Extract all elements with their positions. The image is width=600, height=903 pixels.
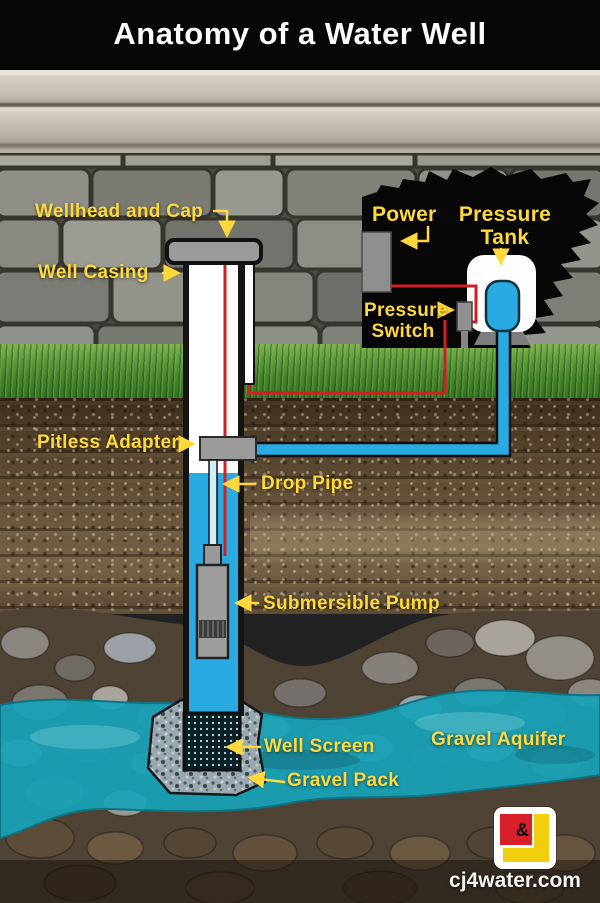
logo-yellow-horizontal: [503, 848, 549, 862]
wire-conduit: [243, 257, 255, 385]
label-pressure-switch-line1: Pressure: [364, 300, 448, 321]
label-pressure-tank-line2: Tank: [480, 226, 530, 249]
submersible-pump: [195, 563, 230, 660]
well-screen: [182, 711, 242, 772]
wellhead-cap: [165, 238, 263, 265]
label-drop-pipe: Drop Pipe: [261, 473, 354, 494]
page-title: Anatomy of a Water Well: [113, 16, 487, 51]
house-siding: [0, 70, 600, 155]
callout-arrows: [161, 209, 510, 789]
pump-intake-slits: [202, 621, 224, 637]
label-pressure-switch: Pressure Switch: [364, 300, 447, 342]
label-gravel-aquifer: Gravel Aquifer: [431, 729, 566, 750]
title-bar: [0, 0, 600, 72]
logo-red-block: [500, 814, 532, 845]
pressure-switch: [456, 301, 473, 332]
website-url: cj4water.com: [449, 869, 581, 892]
label-gravel-pack: Gravel Pack: [287, 770, 400, 791]
label-wellhead-and-cap: Wellhead and Cap: [35, 201, 204, 222]
label-well-casing: Well Casing: [38, 262, 149, 283]
pump-cap: [203, 544, 222, 568]
label-pressure-tank-line1: Pressure: [458, 203, 552, 226]
label-pitless-adapter: Pitless Adapter: [37, 432, 180, 453]
logo-ampersand: &: [516, 820, 529, 840]
soil-stratum: [250, 508, 600, 566]
pitless-adapter: [199, 436, 257, 461]
soil-layer: [0, 398, 600, 614]
pressure-switch-stem: [461, 331, 468, 348]
label-well-screen: Well Screen: [264, 736, 375, 757]
label-pressure-switch-line2: Switch: [371, 321, 435, 342]
company-logo: &: [494, 807, 556, 869]
tank-bladder: [484, 279, 521, 333]
label-power: Power: [372, 203, 437, 226]
label-submersible-pump: Submersible Pump: [263, 593, 440, 614]
drop-pipe: [208, 459, 218, 547]
label-pressure-tank: Pressure Tank: [452, 203, 558, 249]
power-box: [361, 231, 392, 293]
